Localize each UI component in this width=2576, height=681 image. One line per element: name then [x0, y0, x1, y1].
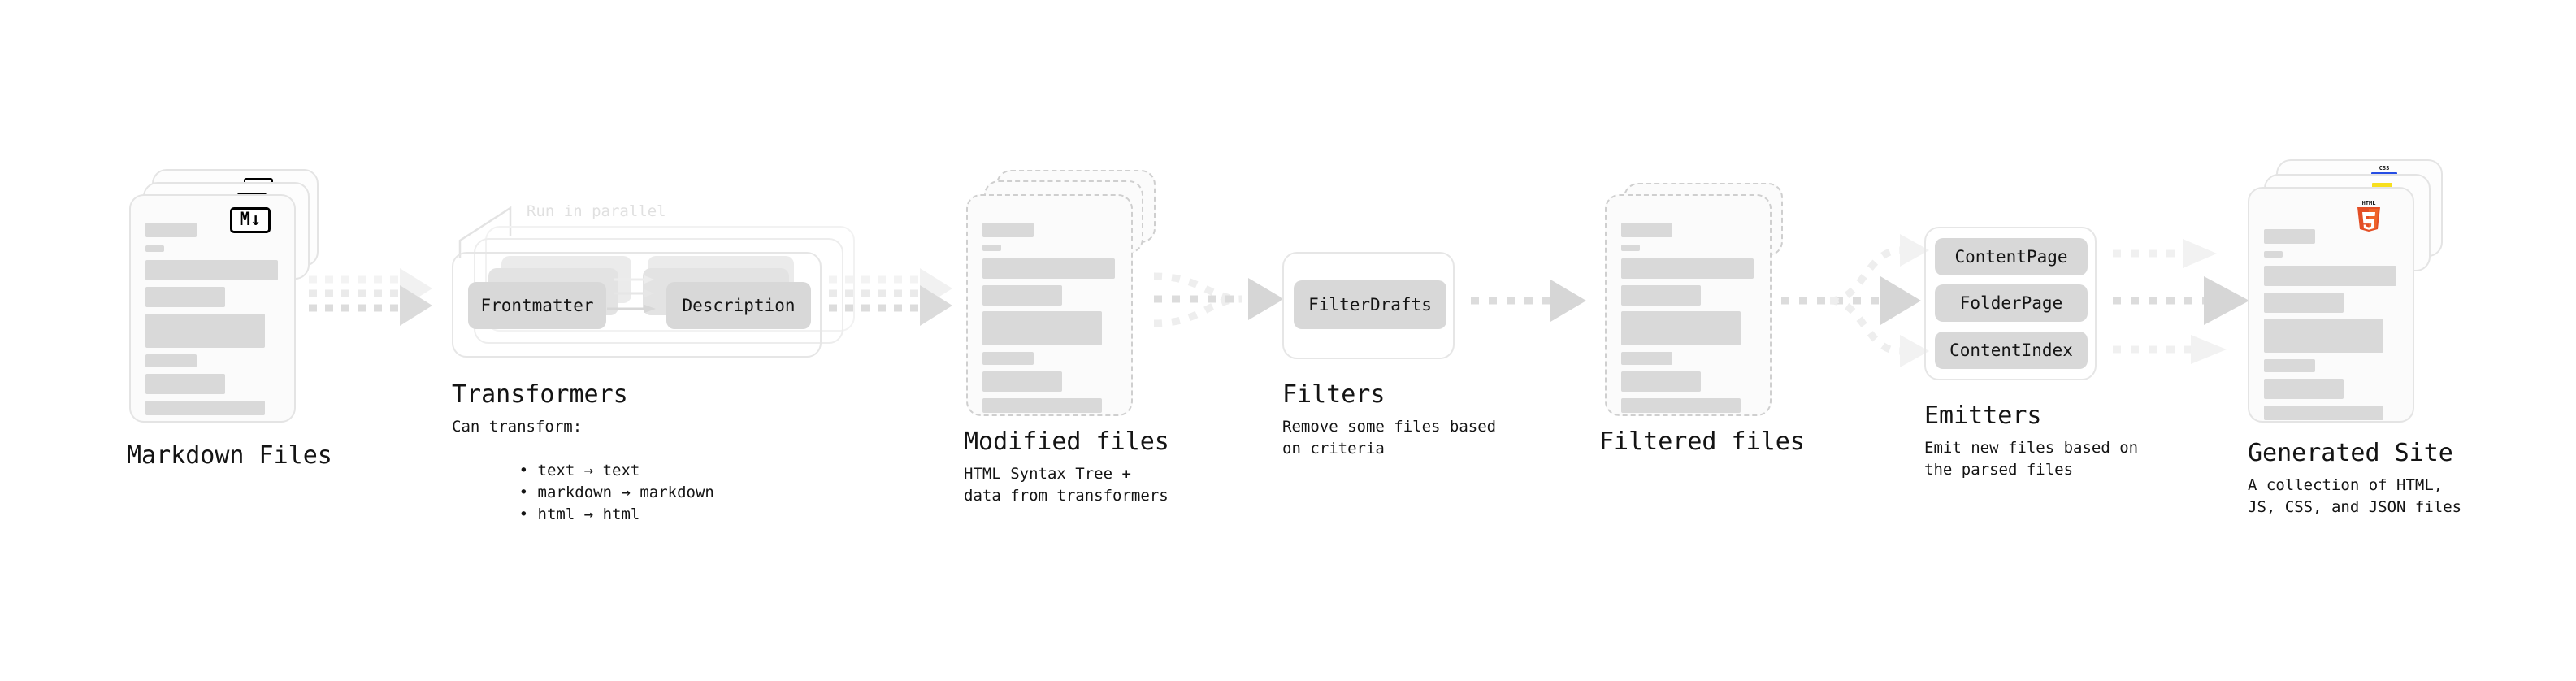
content-bar: [145, 287, 225, 307]
transformers-bullet-1: • markdown → markdown: [463, 460, 714, 526]
transformers-bullet-2: • html → html: [463, 482, 640, 548]
filter-pill-filterdrafts[interactable]: FilterDrafts: [1294, 280, 1446, 329]
stage-title-markdown-files: Markdown Files: [127, 441, 332, 470]
content-bar: [982, 311, 1102, 345]
stage-title-generated-site: Generated Site: [2248, 439, 2453, 467]
modified-file-card-front: [966, 194, 1133, 416]
content-bar: [982, 352, 1034, 365]
bullet-dot: •: [518, 462, 538, 479]
css-badge-label: CSS: [2379, 165, 2390, 171]
content-bar: [2264, 293, 2344, 313]
bullet-text: text → text: [537, 462, 640, 479]
content-bar: [982, 223, 1034, 237]
bullet-dot: •: [518, 484, 538, 501]
content-bar: [2264, 319, 2383, 353]
content-bar: [1621, 223, 1672, 237]
html5-badge: HTML: [2357, 200, 2380, 232]
content-bar: [1621, 285, 1701, 306]
content-bar: [145, 223, 197, 237]
filters-subtitle: Remove some files based on criteria: [1282, 418, 1497, 458]
content-bar: [1621, 258, 1754, 279]
content-bar: [1621, 371, 1701, 392]
run-in-parallel-bracket: [458, 206, 512, 258]
transformer-pill-description[interactable]: Description: [666, 282, 811, 329]
connector-emitters-to-site: [2113, 239, 2249, 364]
emitter-pill-contentindex[interactable]: ContentIndex: [1935, 332, 2088, 369]
content-bar: [982, 371, 1062, 392]
filters-group: [1282, 252, 1455, 359]
markdown-file-card-front: [129, 194, 296, 423]
content-bar: [145, 401, 265, 415]
emitters-subtitle: Emit new files based on the parsed files: [1924, 439, 2139, 479]
content-bar: [2264, 406, 2383, 420]
filtered-file-card-front: [1605, 194, 1772, 416]
content-bar: [1621, 245, 1640, 251]
content-bar: [145, 314, 265, 348]
content-bar: [145, 354, 197, 367]
content-bar: [2264, 251, 2283, 258]
bullet-text: html → html: [537, 505, 640, 523]
stage-title-emitters: Emitters: [1924, 401, 2042, 430]
content-bar: [145, 260, 278, 280]
transformer-inner-arrows: [607, 275, 656, 313]
transformer-group-front: [452, 252, 822, 358]
content-bar: [2264, 379, 2344, 399]
markdown-badge: M↓: [230, 207, 271, 233]
transformers-bullet-0: • text → text: [463, 438, 640, 504]
modified-files-subtitle: HTML Syntax Tree + data from transformer…: [964, 465, 1169, 505]
content-bar: [1621, 398, 1741, 413]
emitter-pill-folderpage[interactable]: FolderPage: [1935, 284, 2088, 322]
connector-filters-to-filtered: [1471, 280, 1586, 322]
content-bar: [2264, 229, 2315, 244]
content-bar: [1621, 352, 1672, 365]
transformer-pill-frontmatter[interactable]: Frontmatter: [468, 282, 606, 329]
content-bar: [982, 285, 1062, 306]
content-bar: [145, 374, 225, 394]
connector-filtered-to-emitters: [1781, 234, 1929, 367]
stage-title-filtered-files: Filtered files: [1599, 427, 1805, 456]
content-bar: [2264, 266, 2396, 286]
content-bar: [982, 245, 1001, 251]
connector-transformers-to-modified: [829, 268, 952, 326]
bullet-dot: •: [518, 505, 538, 523]
connector-modified-to-filters: [1153, 272, 1284, 327]
emitter-pill-contentpage[interactable]: ContentPage: [1935, 238, 2088, 275]
emitters-group: [1924, 227, 2097, 380]
generated-site-subtitle: A collection of HTML, JS, CSS, and JSON …: [2248, 476, 2462, 516]
bullet-text: markdown → markdown: [537, 484, 714, 501]
transformers-subtitle: Can transform:: [452, 418, 583, 436]
content-bar: [2264, 359, 2315, 372]
stage-title-transformers: Transformers: [452, 380, 628, 409]
run-in-parallel-label: Run in parallel: [527, 202, 666, 220]
connector-markdown-to-transformers: [309, 268, 432, 326]
site-file-card-front: [2248, 187, 2414, 423]
svg-text:HTML: HTML: [2362, 200, 2376, 206]
stage-title-filters: Filters: [1282, 380, 1386, 409]
stage-title-modified-files: Modified files: [964, 427, 1169, 456]
content-bar: [145, 245, 164, 252]
content-bar: [982, 258, 1115, 279]
transformer-group-back: [485, 226, 855, 332]
content-bar: [982, 398, 1102, 413]
content-bar: [1621, 311, 1741, 345]
